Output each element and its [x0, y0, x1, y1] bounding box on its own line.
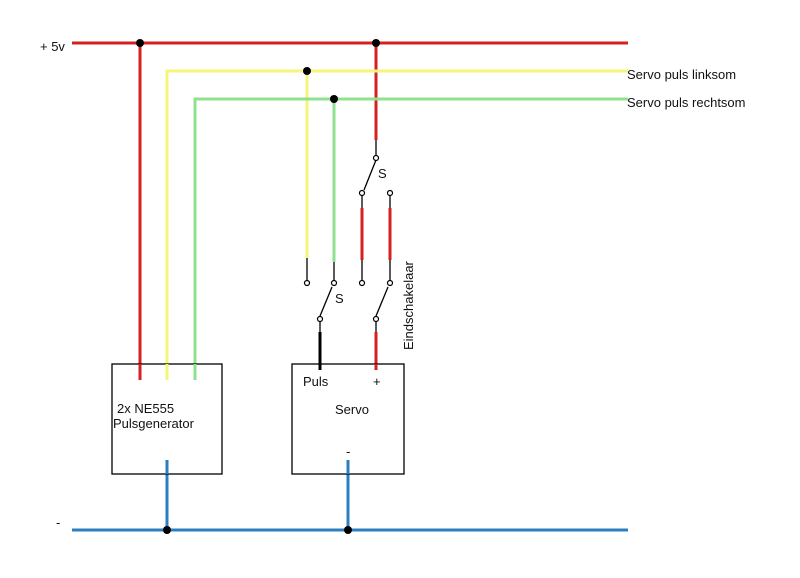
switch-bottom-blade: [319, 286, 333, 317]
pulsgenerator-label-line2: Pulsgenerator: [113, 416, 195, 431]
switch-top-pivot: [372, 154, 380, 162]
limit-switch-contact-left: [358, 279, 366, 287]
signal-right-wire: [193, 97, 628, 380]
junction-ground-servo: [344, 526, 352, 534]
supply-positive-label: + 5v: [40, 39, 65, 54]
switch-bottom-contact-left: [303, 279, 311, 287]
signal-left-wire: [165, 69, 628, 380]
signal-left-label: Servo puls linksom: [627, 67, 736, 82]
servo-title: Servo: [335, 402, 369, 417]
limit-switch-blade: [375, 286, 389, 317]
servo-pin-plus-label: +: [373, 374, 381, 389]
limit-switch-pivot: [372, 315, 380, 323]
switch-top-contact-right: [386, 189, 394, 197]
junction-signal-left: [303, 67, 311, 75]
junction-ground-pulsgenerator: [163, 526, 171, 534]
servo-pin-pulse-label: Puls: [303, 374, 329, 389]
switch-top-blade: [363, 159, 377, 191]
switch-bottom-contact-right: [330, 279, 338, 287]
switch-top-contact-left: [358, 189, 366, 197]
signal-right-label: Servo puls rechtsom: [627, 95, 746, 110]
junction-supply-pulsgenerator: [136, 39, 144, 47]
switch-top-label: S: [378, 166, 387, 181]
limit-switch-contact-right: [386, 279, 394, 287]
servo-pin-minus-label: -: [346, 444, 350, 459]
junction-signal-right: [330, 95, 338, 103]
switch-bottom-pivot: [316, 315, 324, 323]
pulsgenerator-label-line1: 2x NE555: [117, 401, 174, 416]
switch-bottom-label: S: [335, 291, 344, 306]
limit-switch-label: Eindschakelaar: [401, 260, 416, 350]
junction-supply-switch: [372, 39, 380, 47]
ground-label: -: [56, 515, 60, 530]
